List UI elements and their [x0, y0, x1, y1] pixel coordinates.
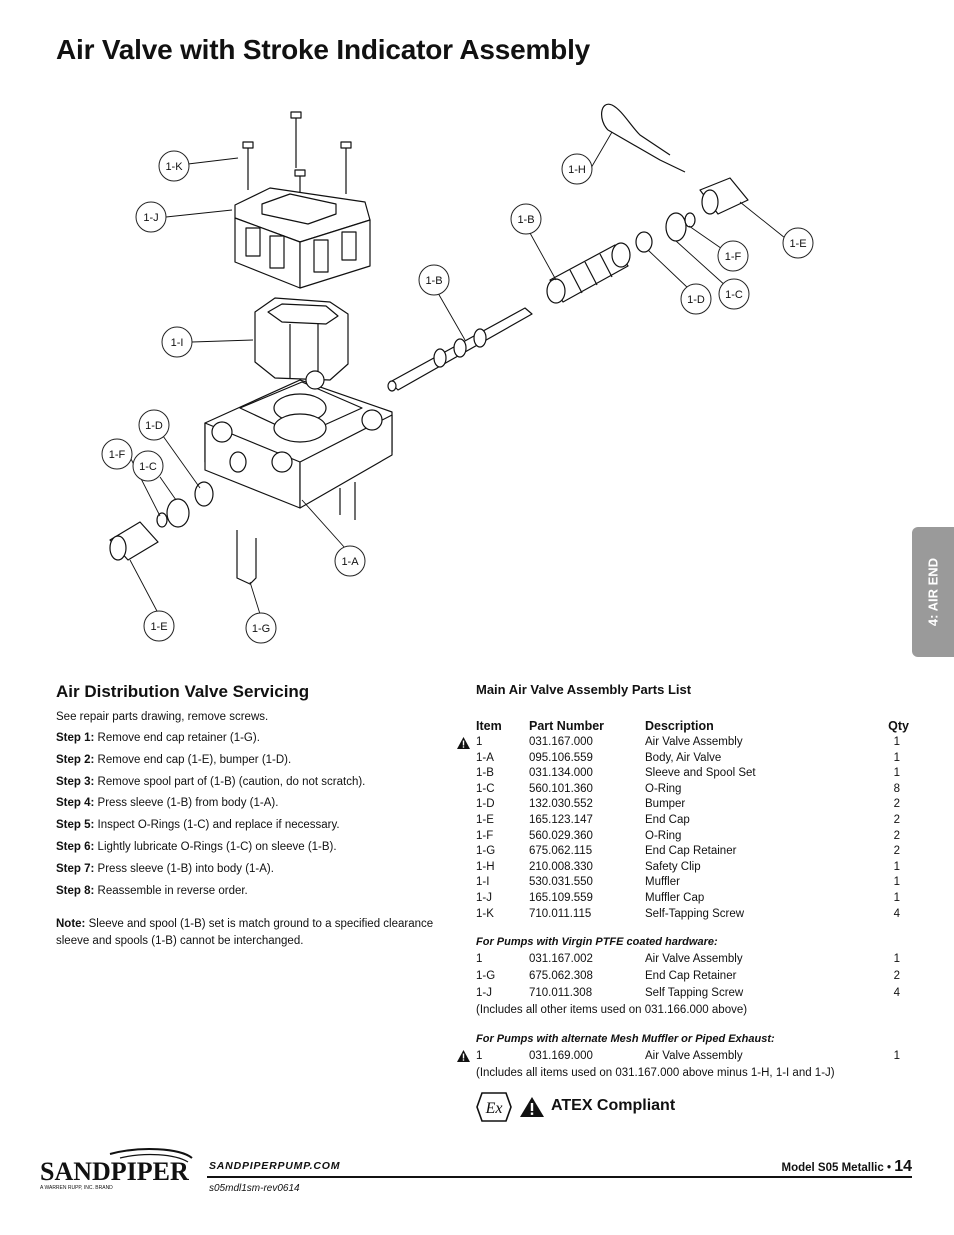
spool-drawing	[387, 307, 533, 392]
callout-1-e: 1-E	[789, 238, 806, 250]
svg-text:Ex: Ex	[485, 1100, 503, 1117]
callout-1-c: 1-C	[725, 289, 743, 301]
end-cap-drawing	[109, 521, 159, 561]
mesh-subheading: For Pumps with alternate Mesh Muffler or…	[476, 1033, 775, 1046]
section-tab[interactable]: 4: AIR END	[912, 527, 954, 657]
warning-icon	[457, 737, 470, 749]
o-ring-drawing	[684, 212, 696, 228]
bumper-drawing	[194, 481, 214, 507]
valve-body-drawing	[204, 370, 393, 520]
atex-label: ATEX Compliant	[551, 1097, 676, 1114]
servicing-intro: See repair parts drawing, remove screws.	[56, 711, 269, 723]
header-item: Item	[476, 719, 502, 733]
callout-1-i: 1-I	[171, 337, 184, 349]
header-part-number: Part Number	[529, 719, 605, 733]
svg-text:A WARREN RUPP, INC. BRAND: A WARREN RUPP, INC. BRAND	[40, 1185, 113, 1191]
step-item: Step 2: Remove end cap (1-E), bumper (1-…	[56, 753, 292, 766]
parts-list-title: Main Air Valve Assembly Parts List	[476, 682, 692, 697]
callout-1-b: 1-B	[425, 275, 442, 287]
callout-1-h: 1-H	[568, 164, 586, 176]
callout-1-b: 1-B	[517, 214, 534, 226]
callout-1-e: 1-E	[150, 621, 167, 633]
parts-list: Main Air Valve Assembly Parts List Item …	[457, 682, 912, 1082]
header-qty: Qty	[888, 719, 909, 733]
ex-mark-icon: Ex	[476, 1092, 512, 1122]
step-item: Step 8: Reassemble in reverse order.	[56, 884, 248, 897]
o-ring-drawing	[166, 498, 190, 528]
parts-table-header: Item Part Number Description Qty	[476, 719, 912, 735]
callout-1-g: 1-G	[252, 623, 270, 635]
callout-1-f: 1-F	[725, 251, 742, 263]
safety-clip-drawing	[601, 103, 686, 173]
step-item: Step 1: Remove end cap retainer (1-G).	[56, 732, 260, 744]
website-link[interactable]: SANDPIPERPUMP.COM	[209, 1160, 341, 1172]
servicing-section: Air Distribution Valve Servicing See rep…	[56, 682, 446, 950]
section-tab-label: 4: AIR END	[925, 557, 941, 627]
step-item: Step 4: Press sleeve (1-B) from body (1-…	[56, 797, 279, 810]
step-item: Step 6: Lightly lubricate O-Rings (1-C) …	[56, 840, 337, 853]
svg-text:SANDPIPER: SANDPIPER	[40, 1157, 189, 1186]
model-page-label: Model S05 Metallic • 14	[781, 1158, 912, 1175]
mesh-note: (Includes all items used on 031.167.000 …	[476, 1067, 835, 1080]
header-description: Description	[645, 719, 714, 733]
step-item: Step 5: Inspect O-Rings (1-C) and replac…	[56, 819, 340, 832]
sleeve-drawing	[546, 242, 631, 304]
end-cap-retainer-drawing	[236, 530, 257, 585]
callout-1-a: 1-A	[341, 556, 359, 568]
step-item: Step 7: Press sleeve (1-B) into body (1-…	[56, 862, 274, 875]
callout-1-k: 1-K	[165, 161, 183, 173]
muffler-cap-drawing	[234, 187, 371, 289]
callout-1-d: 1-D	[145, 420, 163, 432]
o-ring-drawing	[665, 212, 687, 242]
ptfe-note: (Includes all other items used on 031.16…	[476, 1004, 748, 1017]
o-ring-drawing	[156, 512, 168, 528]
servicing-note: Note: Sleeve and spool (1-B) set is matc…	[56, 918, 434, 948]
callout-1-f: 1-F	[109, 449, 126, 461]
warning-icon	[520, 1097, 544, 1117]
step-item: Step 3: Remove spool part of (1-B) (caut…	[56, 775, 366, 788]
ptfe-subheading: For Pumps with Virgin PTFE coated hardwa…	[476, 936, 718, 949]
muffler-drawing	[254, 297, 349, 381]
exploded-assembly-drawing: 1-K 1-J 1-I 1-B 1-B 1-H 1-E 1-F 1-C 1-D …	[101, 103, 814, 644]
callout-1-j: 1-J	[143, 212, 158, 224]
page-title: Air Valve with Stroke Indicator Assembly	[56, 34, 591, 65]
end-cap-drawing	[699, 177, 749, 215]
page-number: 14	[894, 1158, 912, 1175]
footer-divider	[207, 1176, 912, 1178]
bumper-drawing	[635, 231, 653, 253]
document-reference: s05mdl1sm-rev0614	[209, 1183, 300, 1194]
warning-icon	[457, 1050, 470, 1063]
servicing-title: Air Distribution Valve Servicing	[56, 682, 310, 701]
callout-1-c: 1-C	[139, 461, 157, 473]
callout-1-d: 1-D	[687, 294, 705, 306]
sandpiper-logo: SANDPIPER A WARREN RUPP, INC. BRAND	[40, 1148, 193, 1191]
